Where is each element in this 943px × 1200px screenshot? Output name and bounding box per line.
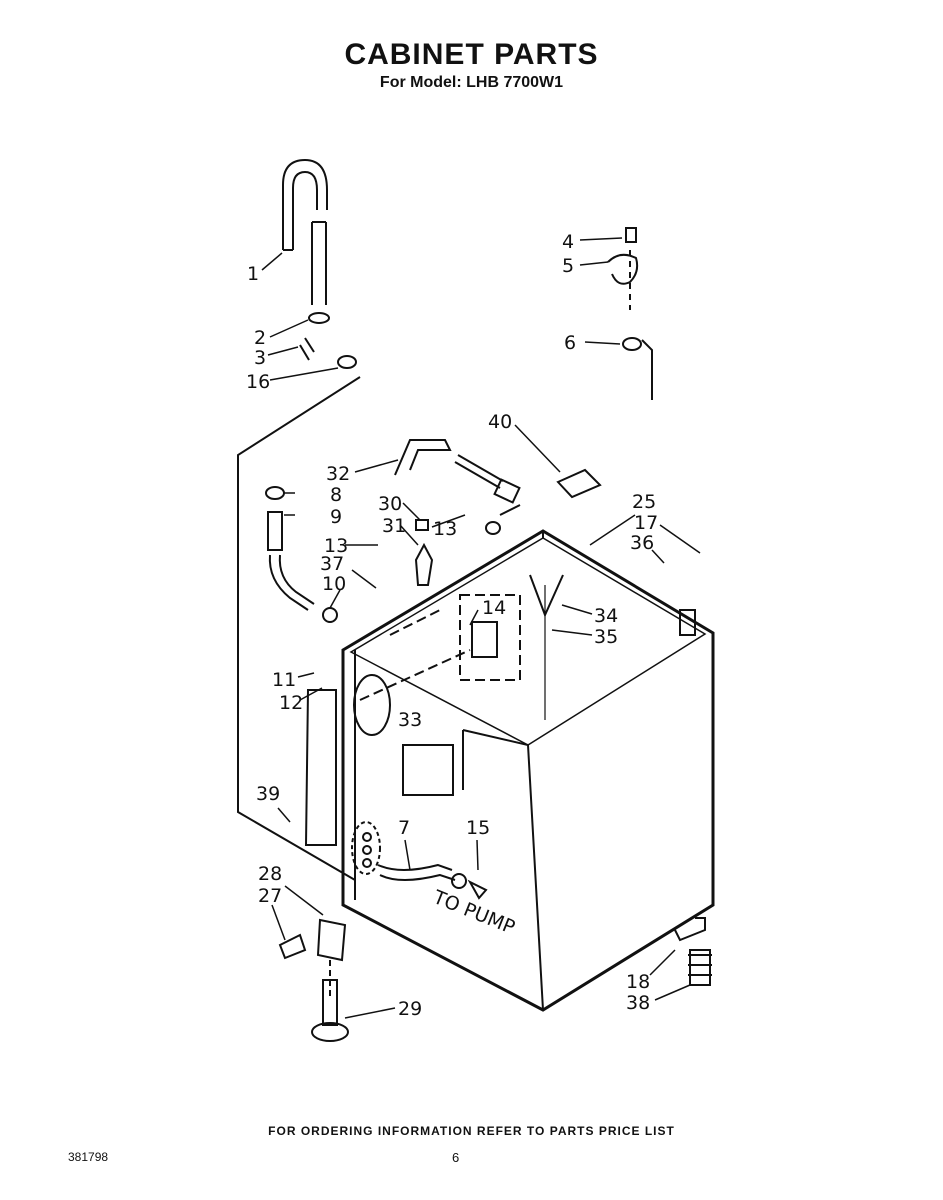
part-number: 381798 [68,1150,109,1164]
callout-37: 37 [320,553,344,575]
callout-28: 28 [258,863,282,885]
callout-11: 11 [272,669,296,691]
model-subtitle: For Model: LHB 7700W1 [379,74,564,91]
pump-hose-illustration [377,863,488,900]
callout-labels: 1 2 3 16 4 5 6 40 32 8 9 30 31 13 13 37 … [246,231,658,1020]
callout-35: 35 [594,626,618,648]
callout-4: 4 [562,231,574,253]
callout-31: 31 [382,515,406,537]
callout-25: 25 [632,491,656,513]
callout-8: 8 [330,484,342,506]
callout-34: 34 [594,605,618,627]
callout-7: 7 [398,817,410,839]
callout-18: 18 [626,971,650,993]
callout-40: 40 [488,411,512,433]
inlet-components-illustration [394,439,602,586]
callout-16: 16 [246,371,270,393]
callout-2: 2 [254,327,266,349]
callout-10: 10 [322,573,346,595]
callout-39: 39 [256,783,280,805]
callout-14: 14 [482,597,506,619]
ordering-note: FOR ORDERING INFORMATION REFER TO PARTS … [268,1124,675,1138]
callout-12: 12 [279,692,303,714]
drain-hose-illustration [282,158,357,369]
callout-17: 17 [634,512,658,534]
callout-9: 9 [330,506,342,528]
leveling-leg-illustration [278,918,712,1042]
callout-13-left: 13 [324,535,348,557]
callout-leader-lines [261,237,701,1019]
to-pump-annotation: TO PUMP [429,886,518,939]
callout-33: 33 [398,709,422,731]
callout-6: 6 [564,332,576,354]
callout-29: 29 [398,998,422,1020]
hose-clamp-illustration [607,227,653,400]
callout-3: 3 [254,347,266,369]
callout-5: 5 [562,255,574,277]
page-title: CABINET PARTS [344,38,599,71]
callout-30: 30 [378,493,402,515]
cabinet-body-illustration [304,529,715,1012]
callout-13-upper: 13 [433,518,457,540]
page-number: 6 [452,1150,460,1165]
callout-1: 1 [247,263,259,285]
callout-32: 32 [326,463,350,485]
callout-15: 15 [466,817,490,839]
callout-38: 38 [626,992,650,1014]
callout-27: 27 [258,885,282,907]
callout-36: 36 [630,532,654,554]
